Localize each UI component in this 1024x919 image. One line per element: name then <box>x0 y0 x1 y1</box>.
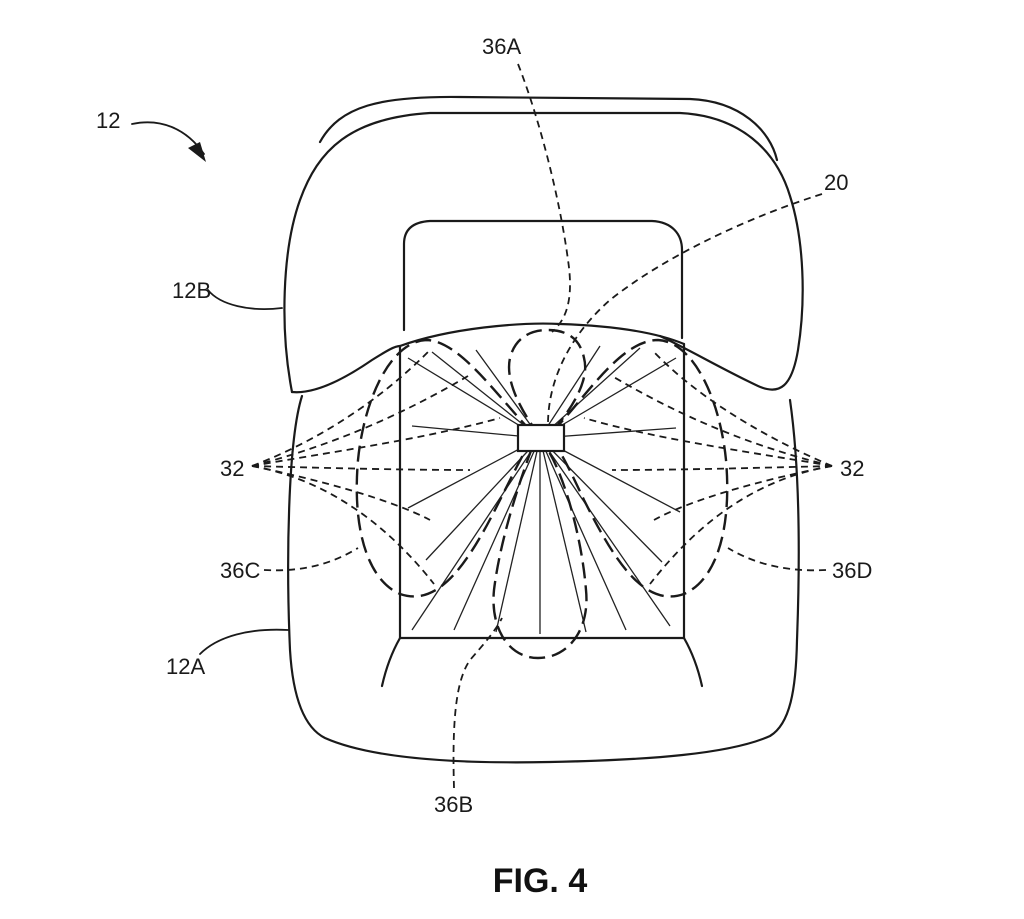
label-36b: 36B <box>434 792 473 817</box>
zone-36a <box>509 330 585 436</box>
leader-12b <box>208 290 282 309</box>
label-12b: 12B <box>172 278 211 303</box>
label-36d: 36D <box>832 558 872 583</box>
arrow-12 <box>132 122 206 162</box>
sensor-rays <box>408 346 680 634</box>
detection-zones <box>357 330 727 658</box>
seat-base <box>288 324 799 763</box>
label-32-right: 32 <box>840 456 864 481</box>
label-32-left: 32 <box>220 456 244 481</box>
label-12a: 12A <box>166 654 205 679</box>
seat-back <box>284 97 802 392</box>
zone-36c <box>357 340 532 596</box>
leader-36a <box>518 64 570 332</box>
label-36c: 36C <box>220 558 260 583</box>
label-36a: 36A <box>482 34 521 59</box>
leader-36d <box>728 548 826 570</box>
sensor <box>518 425 564 451</box>
label-20: 20 <box>824 170 848 195</box>
leader-12a <box>200 630 288 654</box>
figure-caption: FIG. 4 <box>493 862 588 900</box>
leader-36c <box>264 548 358 570</box>
label-12: 12 <box>96 108 120 133</box>
